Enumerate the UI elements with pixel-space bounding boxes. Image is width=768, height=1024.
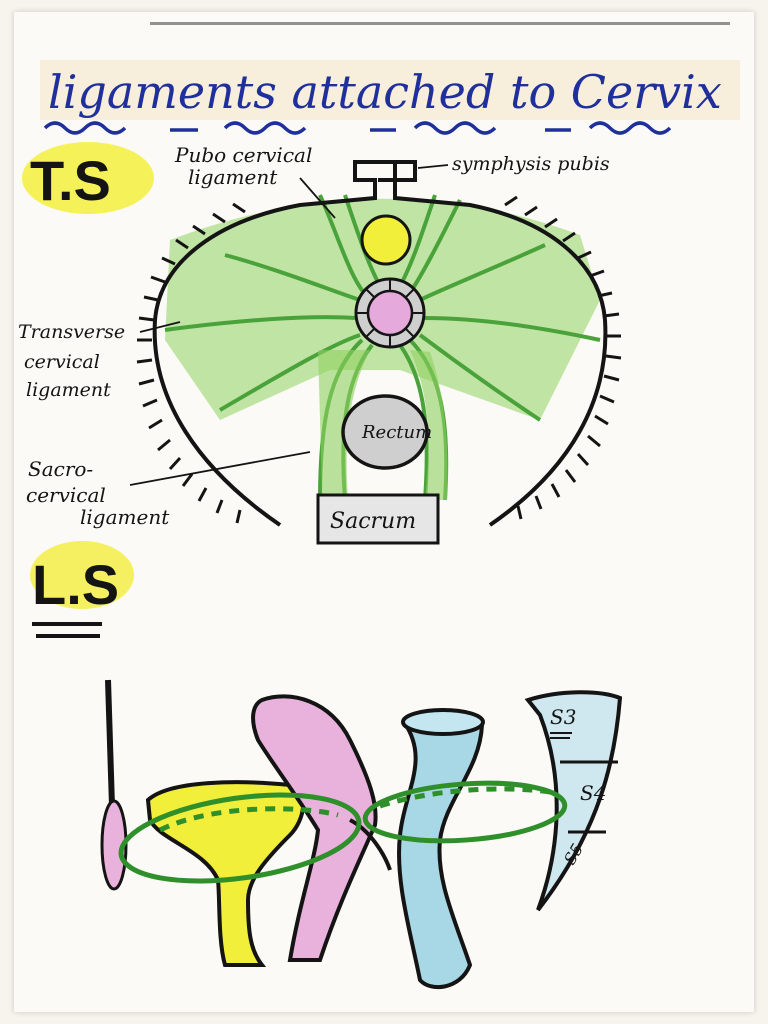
page-title: ligaments attached to Cervix (48, 65, 722, 119)
ts-diagram: Rectum Sacrum (129, 160, 622, 545)
rectum-ellipse (341, 394, 429, 470)
ls-uterus (251, 694, 378, 962)
ts-heading: T.S (30, 149, 111, 212)
ls-diagram (100, 679, 623, 989)
cervix-inner (366, 289, 414, 337)
bladder-circle (360, 214, 412, 266)
transverse-cervical-ligament-left (164, 253, 361, 332)
transverse-cervical-ligament-right (419, 243, 601, 342)
cervix-segments (356, 279, 424, 347)
transverse-label-line3: ligament (26, 379, 111, 401)
pubocervical-pointer (299, 177, 336, 219)
ls-pubocervical-ring (118, 792, 362, 884)
sacrum-label: Sacrum (330, 509, 416, 534)
title-underline (43, 121, 672, 135)
pelvic-wall-right (393, 160, 608, 527)
pelvic-wall-left (152, 160, 397, 527)
hatch-right (504, 195, 622, 520)
hatch-left (136, 202, 246, 524)
transverse-label-line2: cervical (24, 351, 100, 373)
sacrocervical-label-line3: ligament (80, 505, 170, 529)
s3-underline (550, 732, 572, 739)
ls-rectum-top (401, 708, 485, 736)
sacrocervical-fill-right (410, 350, 448, 500)
ls-heading: L.S (32, 553, 119, 616)
transverse-lower-ligament (218, 333, 542, 422)
ls-sacrocervical-ring (362, 780, 568, 844)
sacrocervical-pointer (129, 451, 311, 486)
paper-top-edge (150, 22, 730, 25)
sacrocervical-label-line2: cervical (26, 483, 106, 507)
pubic-bone-line (105, 679, 115, 807)
ls-rectum (397, 712, 485, 989)
sacrum-box (316, 493, 440, 545)
ts-highlight (22, 142, 154, 214)
symphysis-pointer (417, 164, 449, 169)
sacrocervical-label-line1: Sacro- (28, 457, 93, 481)
ls-sacrocervical-dashed (379, 786, 551, 809)
ls-sacrum-dividers (560, 760, 618, 834)
ls-cervix-lip (349, 818, 392, 871)
symphysis-label: symphysis pubis (452, 153, 610, 175)
transverse-pointer (139, 321, 181, 333)
rectum-label: Rectum (361, 422, 432, 443)
pubocervical-label-line1: Pubo cervical (174, 143, 312, 167)
ls-underline (32, 622, 102, 638)
pubocervical-label-line2: ligament (188, 165, 278, 189)
title-wash (40, 60, 740, 120)
sacral-label-s3: S3 (550, 705, 576, 729)
ls-highlight (30, 541, 134, 609)
ls-pubocervical-dashed (158, 806, 339, 833)
sacral-label-s4: S4 (580, 781, 606, 805)
transverse-label-line1: Transverse (18, 321, 125, 343)
ls-bladder (145, 780, 306, 967)
